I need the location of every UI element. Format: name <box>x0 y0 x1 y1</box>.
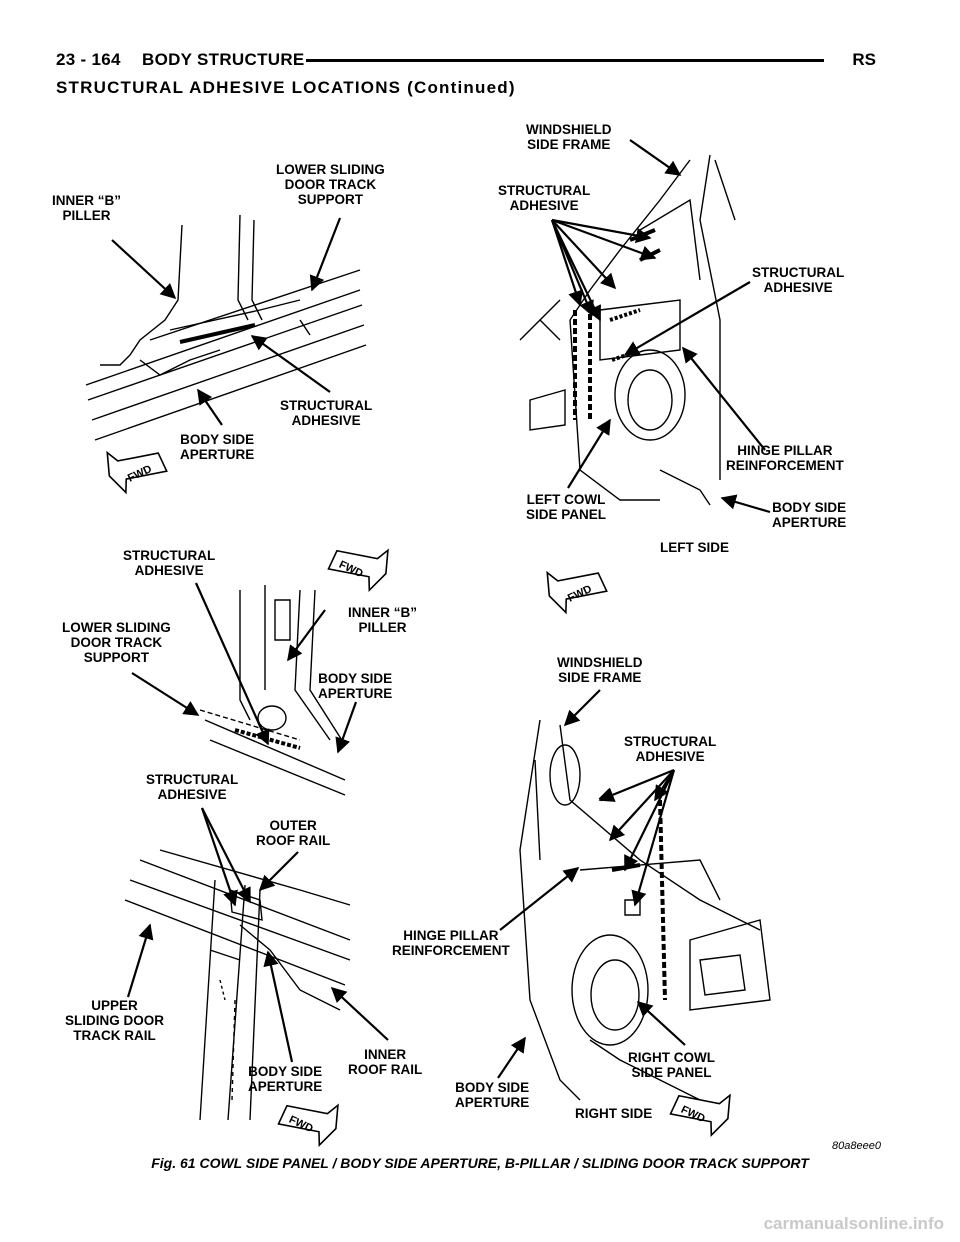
section-title: BODY STRUCTURE <box>142 50 305 69</box>
page-subtitle: STRUCTURAL ADHESIVE LOCATIONS (Continued… <box>56 78 516 97</box>
figure-code: 80a8eee0 <box>832 1140 881 1152</box>
label-upper-track-rail: UPPER SLIDING DOOR TRACK RAIL <box>65 998 165 1043</box>
leader-arrows <box>111 139 771 1079</box>
label-windshield-frame-right: WINDSHIELD SIDE FRAME <box>557 655 643 685</box>
label-lower-track-support-top: LOWER SLIDING DOOR TRACK SUPPORT <box>276 162 385 207</box>
fwd-badge-4: FWD <box>277 1103 339 1148</box>
fwd-badge-2: FWD <box>327 548 389 593</box>
fwd-badge-5: FWD <box>669 1093 731 1138</box>
label-structural-adhesive-top-left: STRUCTURAL ADHESIVE <box>280 398 373 428</box>
model-code: RS <box>852 50 876 69</box>
label-structural-adhesive-roof: STRUCTURAL ADHESIVE <box>146 772 239 802</box>
label-structural-adhesive-right: STRUCTURAL ADHESIVE <box>624 734 717 764</box>
label-body-side-aperture-top-left: BODY SIDE APERTURE <box>180 432 255 462</box>
view-right-cowl <box>519 719 771 1101</box>
view-left-cowl <box>519 154 736 506</box>
label-left-side: LEFT SIDE <box>660 540 730 555</box>
label-windshield-frame-left: WINDSHIELD SIDE FRAME <box>526 122 612 152</box>
label-body-side-aperture-roof: BODY SIDE APERTURE <box>248 1064 323 1094</box>
view-b-pillar-top <box>85 214 367 441</box>
label-hinge-pillar-right: HINGE PILLAR REINFORCEMENT <box>392 928 510 958</box>
label-inner-b-pillar-top: INNER “B” PILLER <box>52 193 122 223</box>
label-lower-track-support-mid: LOWER SLIDING DOOR TRACK SUPPORT <box>62 620 171 665</box>
label-outer-roof-rail: OUTER ROOF RAIL <box>256 818 331 848</box>
label-hinge-pillar-left: HINGE PILLAR REINFORCEMENT <box>726 443 844 473</box>
label-inner-b-pillar-mid: INNER “B” PILLER <box>348 605 418 635</box>
label-structural-adhesive-left-1: STRUCTURAL ADHESIVE <box>498 183 591 213</box>
label-right-side: RIGHT SIDE <box>575 1106 653 1121</box>
header-rule <box>306 59 824 62</box>
fwd-badges: FWD FWD FWD FWD FWD <box>106 450 731 1148</box>
page-header: 23 - 164 BODY STRUCTURE RS <box>56 46 876 76</box>
label-structural-adhesive-left-2: STRUCTURAL ADHESIVE <box>752 265 845 295</box>
label-inner-roof-rail: INNER ROOF RAIL <box>348 1047 423 1077</box>
label-body-side-aperture-left: BODY SIDE APERTURE <box>772 500 847 530</box>
page-number: 23 - 164 <box>56 50 121 69</box>
watermark: carmanualsonline.info <box>763 1214 944 1233</box>
fwd-badge-1: FWD <box>106 450 168 495</box>
figure-caption: Fig. 61 COWL SIDE PANEL / BODY SIDE APER… <box>151 1155 809 1171</box>
label-body-side-aperture-mid: BODY SIDE APERTURE <box>318 671 393 701</box>
label-right-cowl: RIGHT COWL SIDE PANEL <box>628 1050 715 1080</box>
fwd-badge-3: FWD <box>546 570 608 615</box>
label-structural-adhesive-mid: STRUCTURAL ADHESIVE <box>123 548 216 578</box>
label-body-side-aperture-right: BODY SIDE APERTURE <box>455 1080 530 1110</box>
label-left-cowl: LEFT COWL SIDE PANEL <box>526 492 607 522</box>
